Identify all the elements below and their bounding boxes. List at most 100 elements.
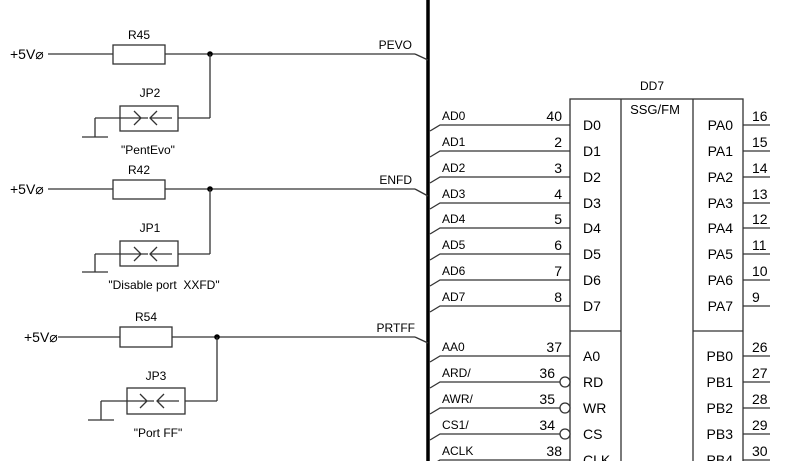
net-label: AD2: [442, 161, 466, 175]
net-label: AD7: [442, 290, 466, 304]
net-label: ENFD: [379, 173, 412, 187]
inversion-bubble: [559, 402, 571, 414]
pin-wire: [429, 124, 570, 132]
pin-name: D2: [583, 169, 601, 185]
pin-number: 13: [752, 186, 768, 202]
pin-wire: [437, 459, 570, 461]
pin-wire: [429, 279, 570, 287]
net-label: AA0: [442, 340, 465, 354]
pin-wire: [429, 355, 570, 363]
supply-label: +5V⌀: [24, 329, 58, 345]
supply-label: +5V⌀: [10, 181, 44, 197]
ground-icon: [88, 401, 114, 421]
pin-number: 29: [752, 417, 768, 433]
pin-number: 35: [539, 391, 555, 407]
pin-number: 27: [752, 365, 768, 381]
pin-wire: [429, 150, 570, 158]
jumper-caption: "PentEvo": [121, 143, 175, 157]
pull-up-circuit-pevo: +5V⌀ R45 PEVO JP2 "PentEvo": [10, 28, 429, 157]
pin-name: PB1: [707, 374, 734, 390]
chip-type: SSG/FM: [630, 102, 680, 117]
resistor-label: R45: [128, 28, 150, 42]
pin-wire: [429, 433, 564, 441]
jumper-label: JP1: [140, 221, 161, 235]
pin-number: 30: [752, 443, 768, 459]
pin-name: PA6: [708, 272, 734, 288]
pin-name: D1: [583, 143, 601, 159]
pin-number: 3: [554, 160, 562, 176]
pin-name: D4: [583, 220, 601, 236]
pin-number: 4: [554, 186, 562, 202]
pin-name: RD: [583, 374, 603, 390]
pin-name: D5: [583, 246, 601, 262]
pin-number: 7: [554, 263, 562, 279]
pin-name: PA2: [708, 169, 734, 185]
pull-up-circuit-prtff: +5V⌀ R54 PRTFF JP3 "Port FF": [24, 310, 429, 440]
pin-number: 26: [752, 339, 768, 355]
resistor-label: R42: [128, 163, 150, 177]
net-label: CS1/: [442, 418, 469, 432]
pin-wire: [429, 202, 570, 210]
pin-number: 11: [752, 237, 767, 253]
pin-number: 9: [752, 289, 760, 305]
net-label: AD6: [442, 264, 466, 278]
net-label: ARD/: [442, 366, 471, 380]
pin-name: WR: [583, 400, 606, 416]
pin-name: PA3: [708, 195, 734, 211]
pin-number: 37: [546, 339, 562, 355]
net-label: AD1: [442, 135, 466, 149]
supply-label: +5V⌀: [10, 46, 44, 62]
net-label: AD3: [442, 187, 466, 201]
pin-number: 14: [752, 160, 768, 176]
pin-number: 36: [539, 365, 555, 381]
pin-name: PB4: [707, 452, 734, 461]
pin-name: PB2: [707, 400, 734, 416]
pin-wire: [429, 253, 570, 261]
pin-number: 10: [752, 263, 768, 279]
pin-number: 12: [752, 211, 768, 227]
pin-wire: [429, 176, 570, 184]
pin-number: 38: [546, 443, 562, 459]
pin-number: 34: [539, 417, 555, 433]
pin-name: D6: [583, 272, 601, 288]
jumper-label: JP2: [140, 86, 161, 100]
net-label: AD5: [442, 238, 466, 252]
net-label: PRTFF: [377, 321, 415, 335]
chip-body: [569, 98, 744, 461]
ground-icon: [82, 254, 108, 273]
jumper-caption: "Disable port XXFD": [108, 278, 219, 292]
pin-number: 5: [554, 211, 562, 227]
pin-wire: [429, 305, 570, 313]
jumper-label: JP3: [146, 369, 167, 383]
pin-name: PA1: [708, 143, 734, 159]
pin-name: CLK: [583, 452, 611, 461]
resistor-r42: [112, 179, 166, 200]
pin-number: 15: [752, 134, 768, 150]
pin-number: 6: [554, 237, 562, 253]
ground-icon: [82, 118, 108, 138]
inversion-bubble: [559, 376, 571, 388]
net-label: AD4: [442, 212, 466, 226]
pin-name: PB3: [707, 426, 734, 442]
pin-name: PA4: [708, 220, 734, 236]
pin-name: PA0: [708, 117, 734, 133]
pin-number: 2: [554, 134, 562, 150]
pin-wire: [429, 227, 570, 235]
resistor-r45: [112, 44, 166, 65]
pin-wire: [429, 407, 564, 415]
pin-name: D0: [583, 117, 601, 133]
pin-name: D7: [583, 298, 601, 314]
pin-name: CS: [583, 426, 602, 442]
pull-up-circuit-enfd: +5V⌀ R42 ENFD JP1 "Disable port XXFD": [10, 163, 429, 292]
net-label: ACLK: [442, 444, 473, 458]
resistor-r54: [119, 326, 173, 348]
inversion-bubble: [559, 428, 571, 440]
pin-name: PA7: [708, 298, 734, 314]
pin-name: D3: [583, 195, 601, 211]
net-label: PEVO: [379, 38, 412, 52]
pin-wire: [429, 381, 564, 389]
pin-number: 16: [752, 108, 768, 124]
pin-number: 8: [554, 289, 562, 305]
resistor-label: R54: [135, 310, 157, 324]
